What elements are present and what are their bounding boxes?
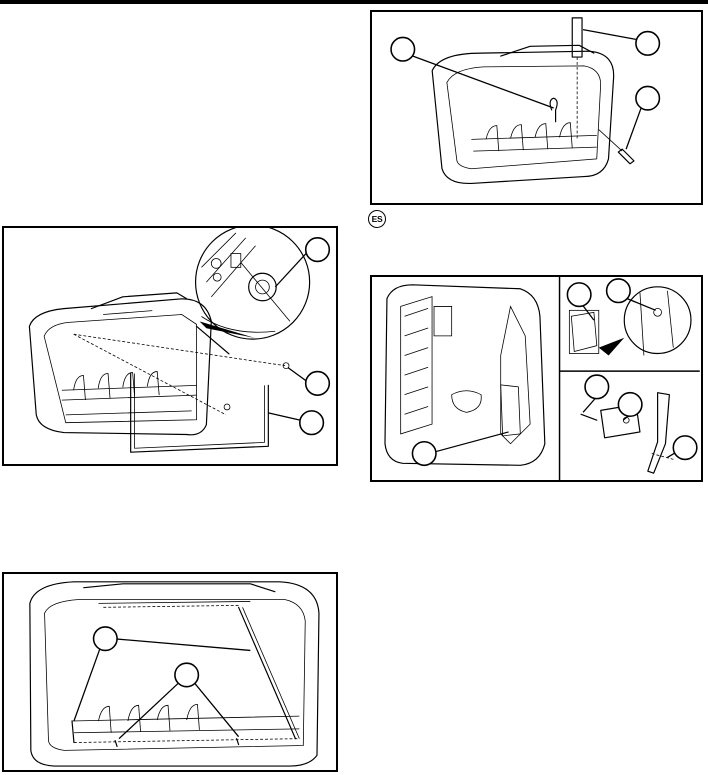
callout-circle-icon — [566, 282, 592, 308]
callout-circle-icon — [304, 237, 331, 263]
callout-circle-icon — [635, 85, 661, 111]
callout-circle-icon — [672, 435, 698, 461]
bag-pin-illustration — [390, 17, 661, 184]
bag-latch-illustration — [384, 277, 700, 480]
callout-circle-icon — [605, 278, 631, 304]
callout-circle-icon — [304, 370, 331, 396]
callout-circle-icon — [92, 626, 118, 652]
page-top-rule — [0, 0, 708, 4]
figure-bag-frame-inside — [2, 572, 338, 772]
callout-circle-icon — [635, 30, 661, 56]
figure-bag-frame-assembly — [2, 226, 338, 466]
bag-frame-inside-illustration — [29, 581, 320, 767]
figure-bag-pin-install — [370, 10, 703, 205]
callout-circle-icon — [411, 440, 437, 467]
callout-circle-icon — [617, 391, 643, 418]
callout-circle-icon — [390, 36, 416, 62]
language-badge: ES — [368, 210, 386, 228]
figure-bag-latch — [370, 275, 703, 482]
callout-circle-icon — [174, 662, 200, 688]
callout-circle-icon — [299, 410, 325, 436]
zoom-detail-icon — [194, 228, 311, 340]
callout-circle-icon — [584, 374, 610, 400]
bag-frame-illustration — [28, 228, 331, 453]
